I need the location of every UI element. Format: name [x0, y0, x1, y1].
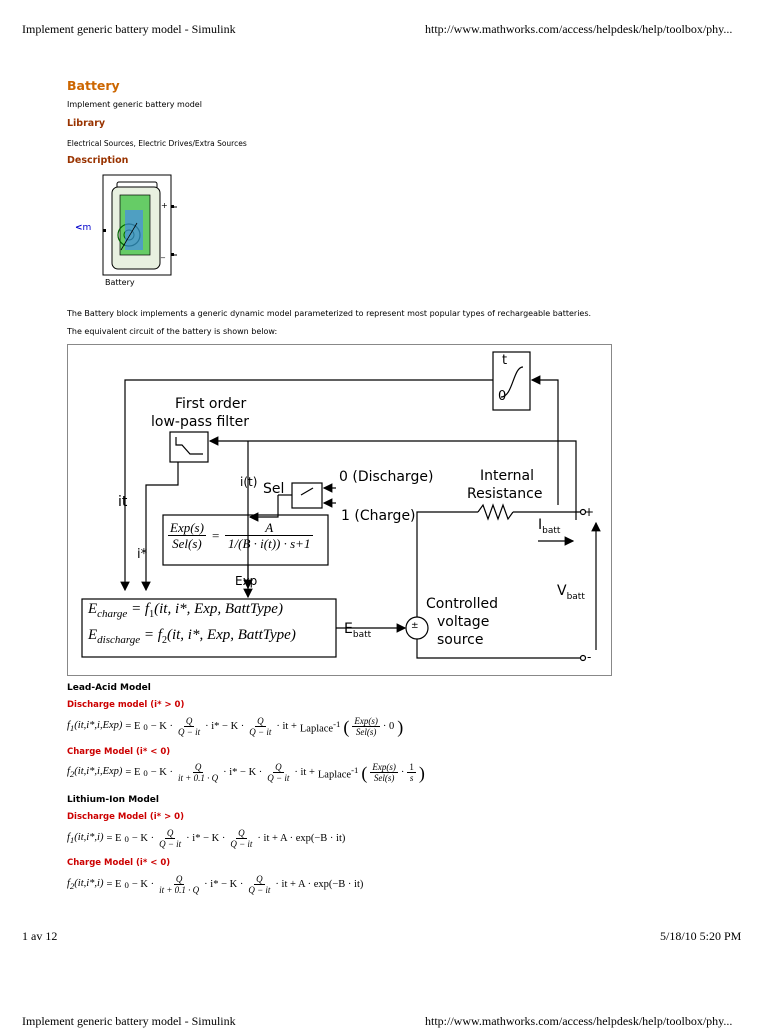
cvs-label-2: voltage [437, 614, 490, 630]
integrator-lower-label: 0 [498, 389, 507, 404]
port-m-label: <m [75, 223, 92, 233]
li-charge-heading: Charge Model (i* < 0) [67, 858, 171, 868]
filter-label-2: low-pass filter [151, 414, 250, 430]
page-title: Battery [67, 78, 120, 93]
battery-block-icon [102, 174, 177, 276]
i-star-label: i* [137, 547, 148, 562]
lead-acid-heading: Lead-Acid Model [67, 683, 151, 693]
transfer-function: Exp(s) Sel(s) = A 1/(B · i(t)) · s+1 [168, 520, 314, 551]
e-charge-equation: Echarge = f1(it, i*, Exp, BattType) [88, 601, 283, 620]
li-discharge-heading: Discharge Model (i* > 0) [67, 812, 184, 822]
cvs-label-3: source [437, 632, 484, 648]
e-discharge-equation: Edischarge = f2(it, i*, Exp, BattType) [88, 627, 296, 646]
page-subtitle: Implement generic battery model [67, 100, 202, 109]
internal-label-1: Internal [480, 468, 534, 484]
sel-label: Sel [263, 481, 285, 497]
v-batt-label: Vbatt [557, 583, 585, 602]
integrator-upper-label: t [502, 353, 508, 368]
print-footer-timestamp: 5/18/10 5:20 PM [660, 929, 742, 943]
i-t-label: i(t) [240, 475, 258, 489]
lithium-heading: Lithium-Ion Model [67, 795, 159, 805]
e-batt-label: Ebatt [344, 621, 372, 640]
paragraph-2: The equivalent circuit of the battery is… [67, 327, 278, 336]
i-batt-label: Ibatt [538, 517, 561, 536]
discharge-label: 0 (Discharge) [339, 469, 434, 485]
print-header-url[interactable]: http://www.mathworks.com/access/helpdesk… [425, 22, 733, 36]
cvs-label-1: Controlled [426, 596, 498, 612]
print-footer-page-count: 1 av 12 [22, 929, 58, 943]
filter-label-1: First order [175, 396, 247, 412]
equivalent-circuit-diagram: t 0 First order low-pass filter it i(t) … [67, 344, 612, 676]
la-discharge-heading: Discharge model (i* > 0) [67, 700, 185, 710]
battery-block-image: <m + _ Battery [67, 165, 182, 290]
print-header-title: Implement generic battery model - Simuli… [22, 22, 236, 36]
library-text: Electrical Sources, Electric Drives/Extr… [67, 139, 247, 148]
next-page-header-url[interactable]: http://www.mathworks.com/access/helpdesk… [425, 1014, 733, 1028]
minus-terminal-label: - [587, 650, 592, 664]
internal-label-2: Resistance [467, 486, 543, 502]
circuit-wiring [81, 351, 601, 662]
paragraph-1: The Battery block implements a generic d… [67, 309, 592, 318]
description-heading: Description [67, 155, 129, 166]
it-label: it [118, 494, 128, 510]
source-polarity-icon: ± [411, 621, 419, 631]
exp-label: Exp [235, 574, 258, 588]
port-minus-label: _ [161, 249, 165, 258]
plus-terminal-label: + [584, 505, 595, 519]
block-label: Battery [105, 278, 135, 287]
library-heading: Library [67, 118, 106, 129]
charge-label: 1 (Charge) [341, 508, 416, 524]
la-charge-heading: Charge Model (i* < 0) [67, 747, 171, 757]
port-plus-label: + [161, 201, 168, 210]
next-page-header-title: Implement generic battery model - Simuli… [22, 1014, 236, 1028]
